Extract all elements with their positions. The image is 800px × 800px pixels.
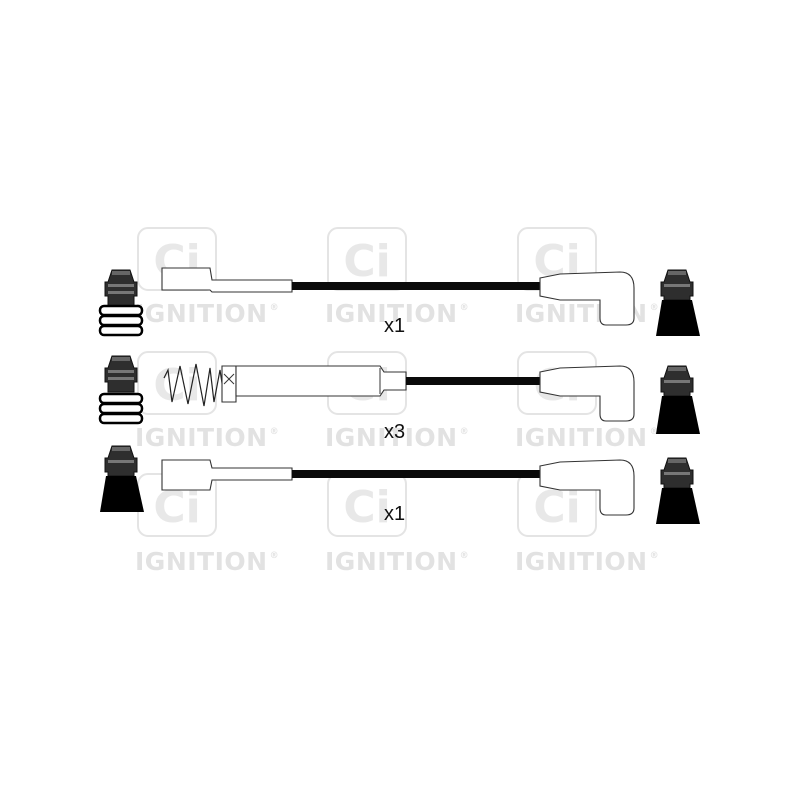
watermark-logo: Ci xyxy=(327,227,407,291)
watermark-text: IGNITION® xyxy=(135,423,279,452)
watermark-text: IGNITION® xyxy=(135,547,279,576)
registered-mark: ® xyxy=(270,303,280,313)
watermark-logo: Ci xyxy=(137,351,217,415)
watermark-text: IGNITION® xyxy=(515,423,659,452)
watermark-text: IGNITION® xyxy=(135,299,279,328)
lead-3: x1 xyxy=(100,445,700,525)
registered-mark: ® xyxy=(460,551,470,561)
watermark-logo: Ci xyxy=(327,473,407,537)
registered-mark: ® xyxy=(460,427,470,437)
long-tube-boot xyxy=(235,365,407,397)
lead-2: x3 xyxy=(98,355,700,443)
angled-boot xyxy=(539,459,635,516)
straight-boot xyxy=(161,267,293,293)
watermark-layer: Ci IGNITION® Ci IGNITION® Ci IGNITION® C… xyxy=(135,227,659,576)
terminal-black-boot xyxy=(656,457,700,524)
svg-text:Ci: Ci xyxy=(153,360,200,411)
straight-boot xyxy=(161,459,293,491)
terminal-ribbed-boot xyxy=(98,355,144,425)
registered-mark: ® xyxy=(650,427,660,437)
svg-text:Ci: Ci xyxy=(343,236,390,287)
terminal-ribbed-boot xyxy=(98,269,144,337)
angled-boot xyxy=(539,365,635,422)
watermark-text: IGNITION® xyxy=(515,299,659,328)
terminal-black-boot xyxy=(656,269,700,336)
terminal-black-boot xyxy=(656,365,700,434)
registered-mark: ® xyxy=(270,551,280,561)
spring-suppressor xyxy=(163,363,225,407)
quantity-label: x1 xyxy=(384,503,405,525)
svg-text:Ci: Ci xyxy=(343,482,390,533)
quantity-label: x1 xyxy=(384,315,405,337)
watermark-text: IGNITION® xyxy=(325,423,469,452)
quantity-label: x3 xyxy=(384,421,405,443)
watermark-text: IGNITION® xyxy=(515,547,659,576)
registered-mark: ® xyxy=(460,303,470,313)
watermark-text: IGNITION® xyxy=(325,299,469,328)
watermark-text: IGNITION® xyxy=(325,547,469,576)
registered-mark: ® xyxy=(650,551,660,561)
lead-1: x1 xyxy=(98,267,700,337)
registered-mark: ® xyxy=(270,427,280,437)
terminal-black-boot xyxy=(100,445,144,512)
angled-boot xyxy=(539,271,635,326)
registered-mark: ® xyxy=(650,303,660,313)
